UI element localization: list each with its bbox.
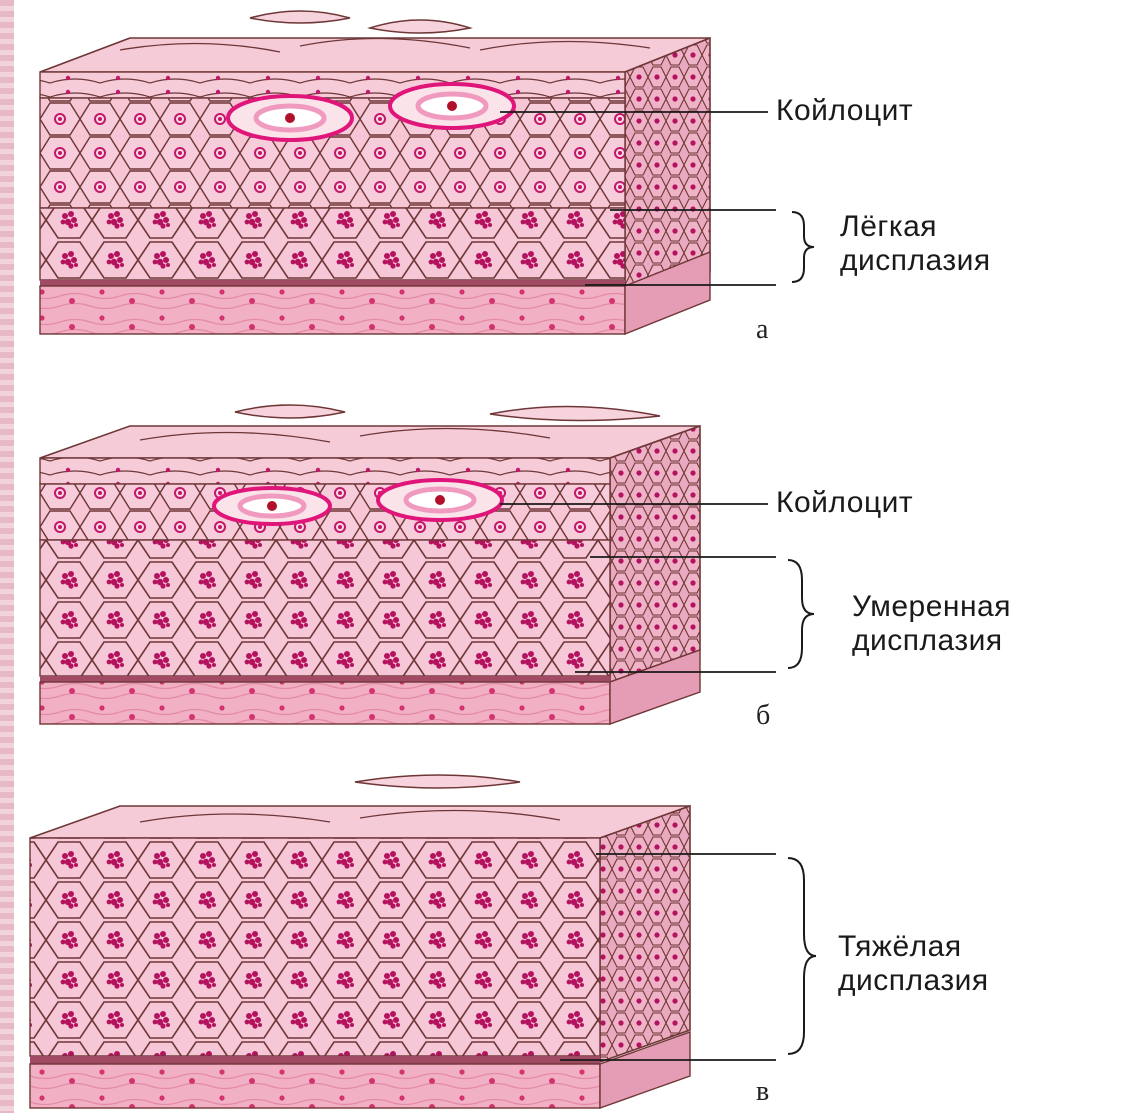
koilocyte-cell — [390, 84, 514, 128]
koilocyte-label: Койлоцит — [776, 94, 913, 128]
dysplasia-label-line2: дисплазия — [838, 964, 989, 998]
panel-b-diagram — [40, 405, 814, 724]
koilocyte-cell — [214, 488, 330, 524]
dysplasia-label-line1: Лёгкая — [840, 210, 937, 244]
panel-c-diagram — [30, 775, 816, 1108]
dysplasia-label-line2: дисплазия — [852, 624, 1003, 658]
dysplasia-label-line1: Умеренная — [852, 590, 1011, 624]
panel-letter: а — [756, 314, 768, 346]
dysplasia-label-line1: Тяжёлая — [838, 930, 962, 964]
koilocyte-cell — [378, 480, 502, 520]
panel-a-diagram — [40, 11, 814, 334]
koilocyte-cell — [228, 96, 352, 140]
panel-letter: б — [756, 700, 770, 732]
dysplasia-label-line2: дисплазия — [840, 244, 991, 278]
koilocyte-label: Койлоцит — [776, 486, 913, 520]
panel-letter: в — [756, 1076, 769, 1108]
